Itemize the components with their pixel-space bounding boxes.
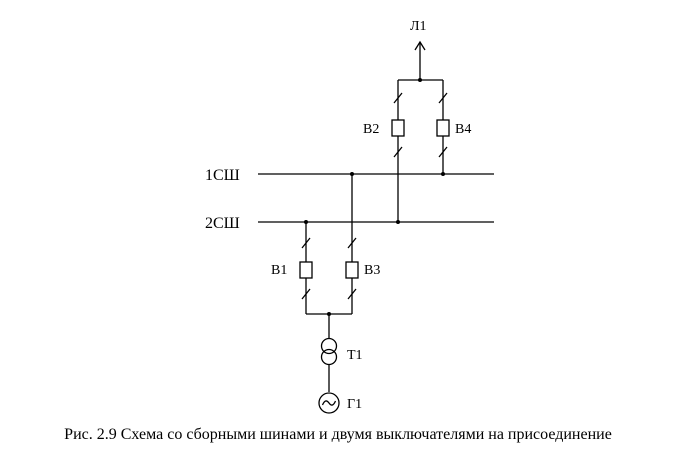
disconnector-mark bbox=[438, 92, 448, 104]
disconnector-mark bbox=[347, 288, 357, 300]
breaker-b2-label: В2 bbox=[363, 122, 379, 137]
breaker-b1 bbox=[299, 261, 313, 279]
breaker-b3-label: В3 bbox=[364, 263, 380, 278]
upper-branch: В2 В4 bbox=[363, 78, 471, 224]
line-l1-label: Л1 bbox=[410, 19, 427, 34]
disconnector-mark bbox=[301, 288, 311, 300]
disconnector-mark bbox=[438, 146, 448, 158]
bus-1: 1СШ bbox=[205, 167, 494, 184]
breaker-b2 bbox=[391, 119, 405, 137]
disconnector-mark bbox=[301, 237, 311, 249]
transformer-t1: Т1 bbox=[320, 337, 363, 392]
bus-1-label: 1СШ bbox=[205, 167, 240, 184]
lower-branch: В1 В3 bbox=[271, 172, 380, 339]
transformer-t1-label: Т1 bbox=[347, 348, 363, 363]
generator-icon bbox=[318, 392, 340, 414]
line-l1-connection: Л1 bbox=[410, 19, 427, 80]
disconnector-mark bbox=[347, 237, 357, 249]
breaker-b1-label: В1 bbox=[271, 263, 287, 278]
single-line-diagram: Л1 В2 В4 1СШ 2СШ bbox=[205, 19, 494, 414]
sine-wave-icon bbox=[321, 400, 337, 406]
breaker-b4 bbox=[436, 119, 450, 137]
bus-2-label: 2СШ bbox=[205, 215, 240, 232]
bus-2: 2СШ bbox=[205, 215, 494, 232]
breaker-b3 bbox=[345, 261, 359, 279]
disconnector-mark bbox=[393, 92, 403, 104]
breaker-b4-label: В4 bbox=[455, 122, 471, 137]
generator-g1: Г1 bbox=[318, 392, 362, 414]
disconnector-mark bbox=[393, 146, 403, 158]
figure-caption: Рис. 2.9 Схема со сборными шинами и двум… bbox=[64, 426, 612, 443]
junction-dot bbox=[418, 78, 422, 82]
generator-g1-label: Г1 bbox=[347, 397, 362, 412]
